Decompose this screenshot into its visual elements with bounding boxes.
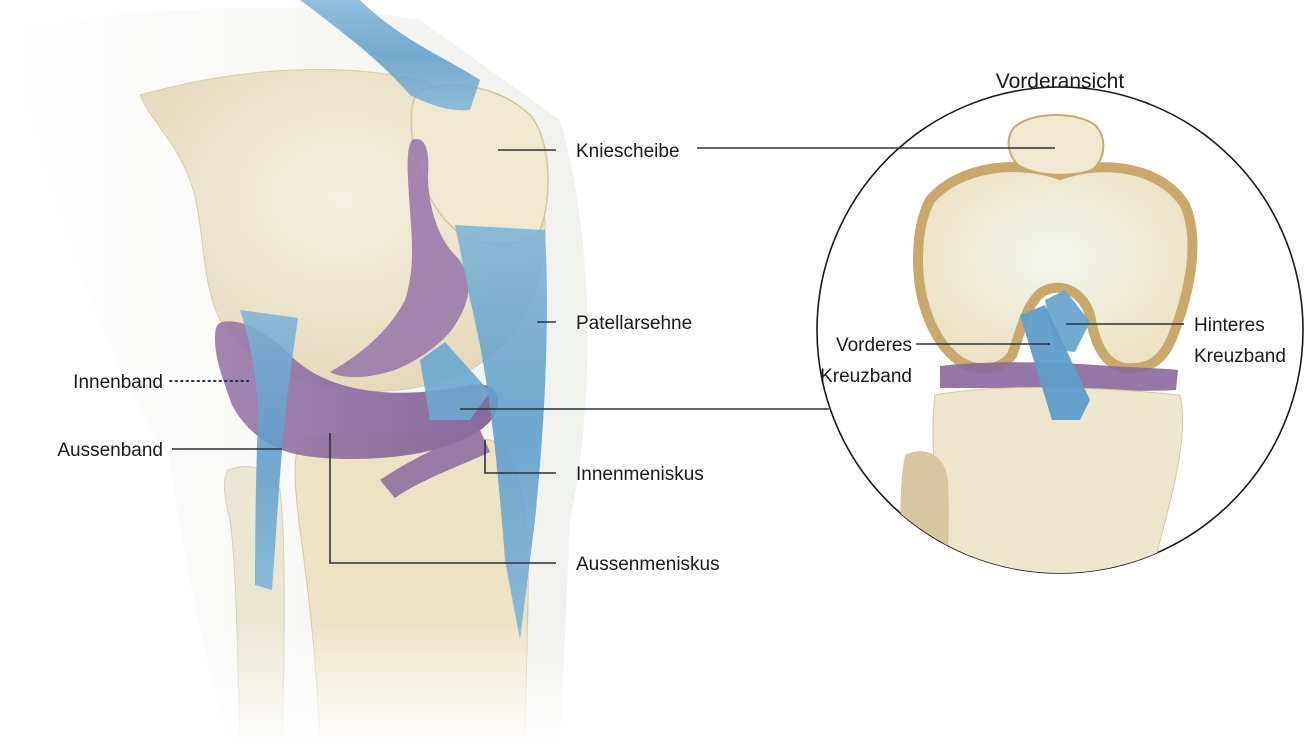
label-vorderes-kreuzband-line2: Kreuzband (820, 366, 912, 387)
label-hinteres-kreuzband-line2: Kreuzband (1194, 346, 1286, 367)
bottom-fade (0, 620, 620, 748)
label-innenmeniskus: Innenmeniskus (576, 464, 704, 485)
label-aussenband: Aussenband (57, 440, 163, 461)
inset-title: Vorderansicht (996, 70, 1125, 93)
label-kniescheibe: Kniescheibe (576, 141, 680, 162)
label-aussenmeniskus: Aussenmeniskus (576, 554, 720, 575)
inset-patella (1009, 115, 1104, 175)
label-vorderes-kreuzband-line1: Vorderes (836, 335, 912, 356)
label-hinteres-kreuzband-line1: Hinteres (1194, 315, 1265, 336)
inset-fibula (900, 451, 948, 580)
label-innenband: Innenband (73, 372, 163, 393)
label-patellarsehne: Patellarsehne (576, 313, 692, 334)
